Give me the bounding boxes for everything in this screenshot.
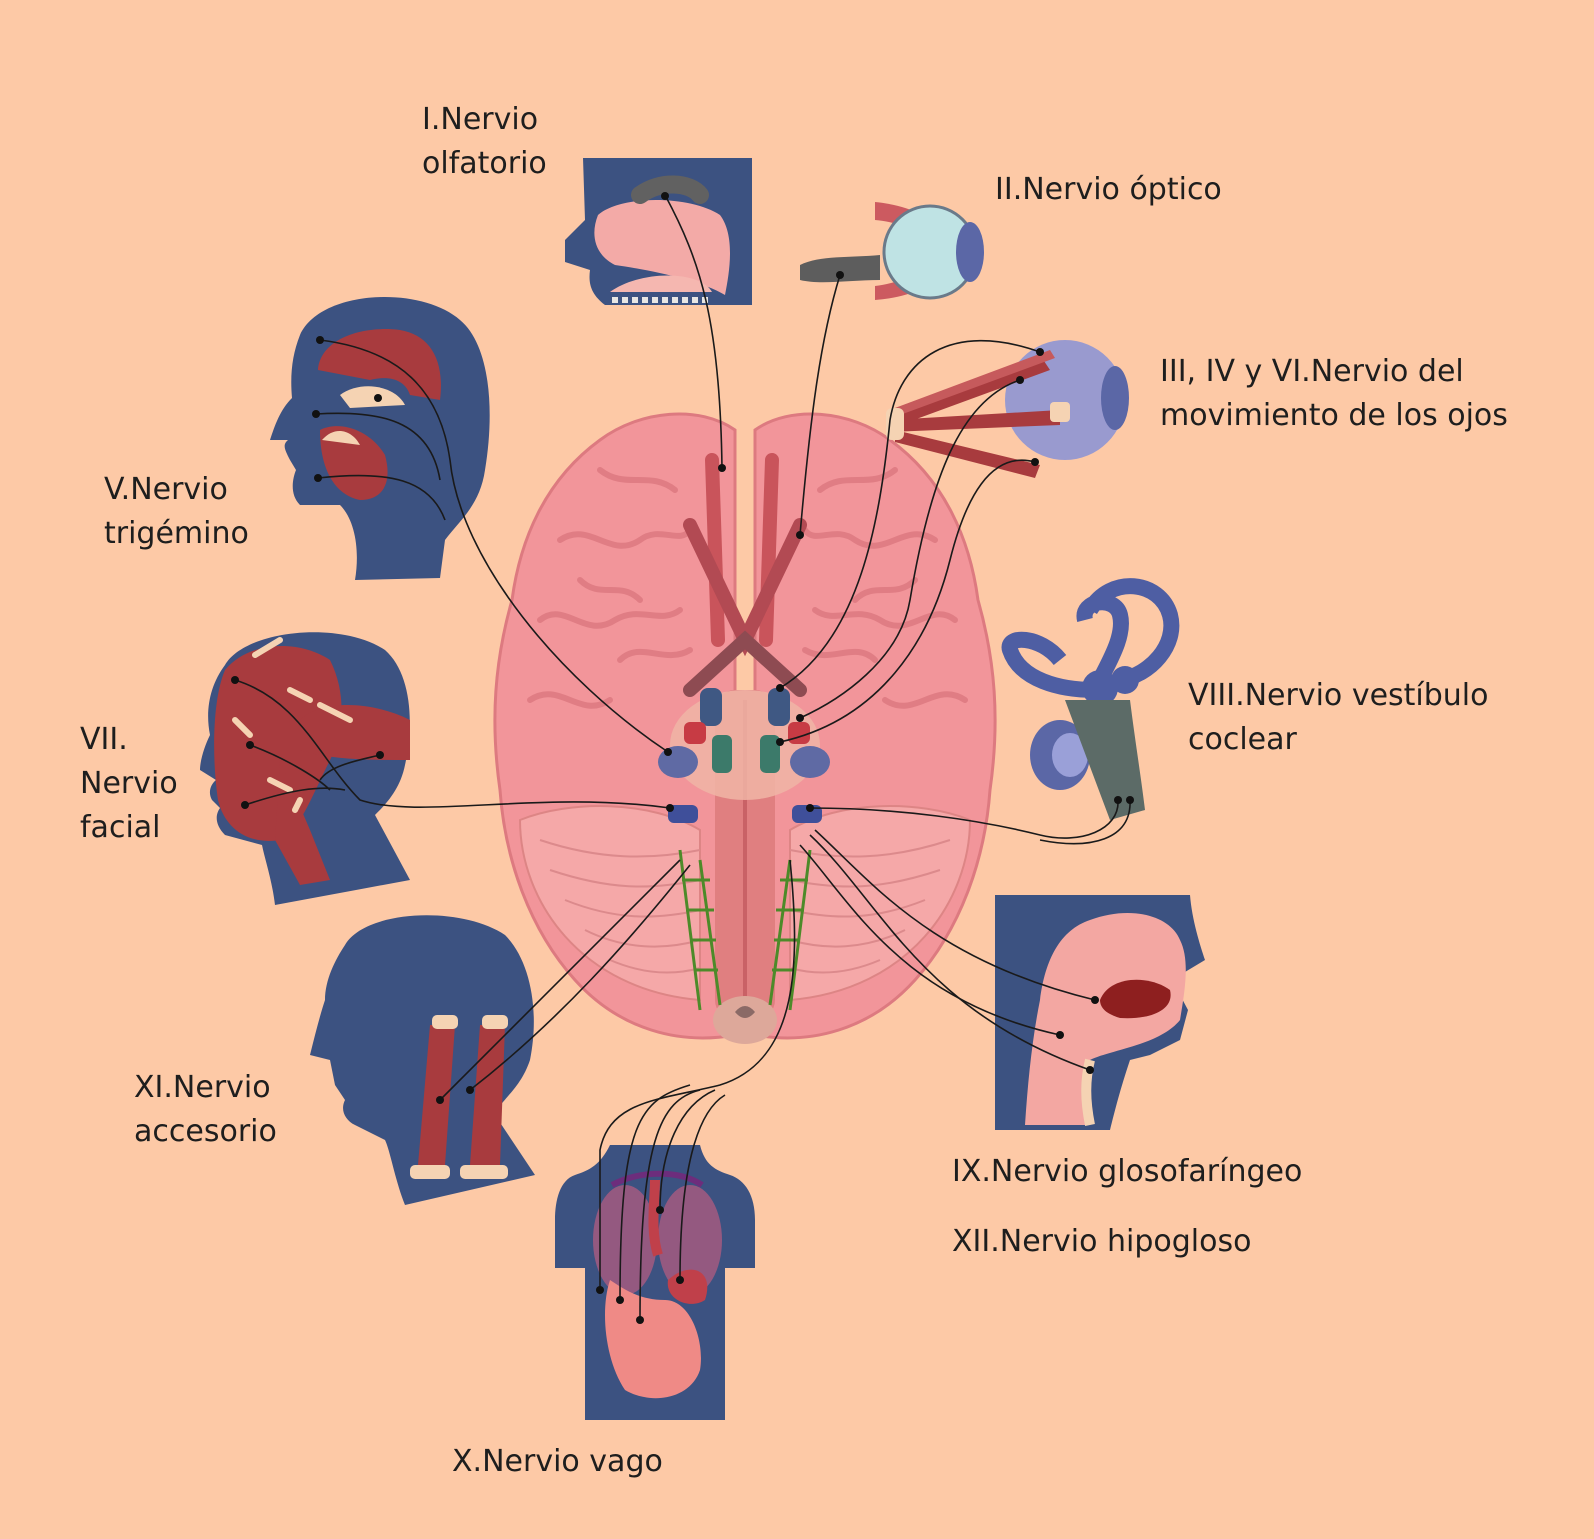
brain-icon — [493, 412, 997, 1044]
label-hypoglossal-nerve: XII.Nervio hipogloso — [952, 1220, 1251, 1264]
label-vagus-line1: X.Nervio vago — [452, 1444, 663, 1479]
label-accessory-line1: XI.Nervio — [134, 1070, 271, 1105]
label-olfactory-line1: I.Nervio — [422, 102, 539, 137]
label-accessory-line2: accesorio — [134, 1114, 277, 1149]
label-trigeminal-line2: trigémino — [104, 516, 249, 551]
label-vestibulocochlear-nerve: VIII.Nervio vestíbulo coclear — [1188, 674, 1489, 762]
label-trigeminal-nerve: V.Nervio trigémino — [104, 468, 249, 556]
torso-organs-icon — [555, 1145, 755, 1420]
label-trigeminal-line1: V.Nervio — [104, 472, 228, 507]
label-facial-line1: VII. — [80, 722, 128, 757]
label-glossopharyngeal-nerve: IX.Nervio glosofaríngeo — [952, 1150, 1302, 1194]
label-facial-line3: facial — [80, 810, 161, 845]
label-eye-movement-nerves: III, IV y VI.Nervio del movimiento de lo… — [1160, 350, 1508, 438]
label-optic-nerve: II.Nervio óptico — [995, 168, 1222, 212]
head-jaw-muscles-icon — [270, 297, 490, 580]
nerve-endpoint-dots — [231, 192, 1134, 1324]
label-hypoglossal-line1: XII.Nervio hipogloso — [952, 1224, 1252, 1259]
label-facial-nerve: VII. Nervio facial — [80, 718, 178, 850]
label-optic-line1: II.Nervio óptico — [995, 172, 1222, 207]
label-vestibulocochlear-line2: coclear — [1188, 722, 1297, 757]
label-olfactory-nerve: I.Nervio olfatorio — [422, 98, 547, 186]
label-accessory-nerve: XI.Nervio accesorio — [134, 1066, 277, 1154]
label-facial-line2: Nervio — [80, 766, 178, 801]
head-facial-muscles-icon — [200, 632, 410, 905]
nerve-connector-lines — [234, 194, 1131, 1321]
inner-ear-icon — [1001, 578, 1180, 820]
eyeball-icon — [800, 202, 984, 300]
label-olfactory-line2: olfatorio — [422, 146, 547, 181]
label-vagus-nerve: X.Nervio vago — [452, 1440, 663, 1484]
label-glossopharyngeal-line1: IX.Nervio glosofaríngeo — [952, 1154, 1303, 1189]
label-eye-movement-line1: III, IV y VI.Nervio del — [1160, 354, 1464, 389]
eye-muscles-icon — [886, 340, 1129, 478]
nasal-cavity-icon — [565, 158, 752, 305]
neck-muscles-icon — [310, 915, 535, 1205]
label-vestibulocochlear-line1: VIII.Nervio vestíbulo — [1188, 678, 1489, 713]
throat-tongue-icon — [995, 895, 1205, 1130]
label-eye-movement-line2: movimiento de los ojos — [1160, 398, 1508, 433]
